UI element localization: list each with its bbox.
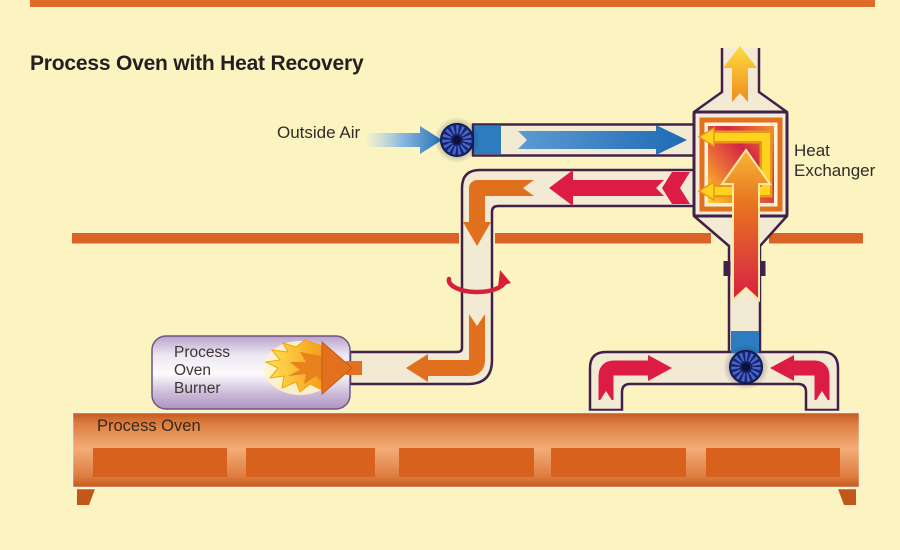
process-oven-burner-label: Process Oven Burner	[174, 344, 230, 397]
ceiling-line	[72, 233, 863, 244]
oven-exhaust-left-arrow-shaft	[598, 360, 648, 400]
page-top-rule	[30, 0, 875, 7]
damper-flange-right	[758, 261, 766, 276]
process-oven-label: Process Oven	[97, 417, 201, 435]
burner-nozzle-stub	[346, 361, 362, 375]
burner-supply-arrow-shaft	[428, 314, 485, 376]
exhaust-up-arrow	[720, 148, 772, 303]
outside-air-fan-icon	[434, 117, 480, 163]
oven-slot	[551, 448, 686, 477]
oven-exhaust-fan-icon	[723, 344, 769, 390]
burner-supply-arrow-head	[406, 354, 428, 382]
oven-exhaust-right-arrow-notch	[815, 391, 829, 402]
ceiling-line-right	[769, 233, 863, 244]
burner-nozzle	[321, 340, 353, 396]
ceiling-line-left	[72, 233, 459, 244]
heat-exchanger	[692, 110, 789, 303]
damper-flange-left	[723, 261, 731, 276]
hot-air-down-arrow-shaft	[469, 180, 534, 224]
hot-air-down-arrow-notch	[523, 180, 534, 196]
oven-foot-left	[77, 489, 95, 505]
oven-slot	[246, 448, 375, 477]
oven-exhaust-right-arrow-head	[770, 355, 794, 381]
oven-exhaust-branch-duct	[588, 331, 840, 412]
fresh-air-loop-arrow-top	[697, 126, 715, 148]
oven-slot	[399, 448, 534, 477]
oven-exhaust-left-arrow-notch	[599, 391, 613, 402]
hot-air-down-arrow-head	[463, 222, 491, 246]
recirculation-loop-arrow-head	[498, 270, 511, 287]
process-oven	[70, 410, 862, 505]
process-oven-burner	[151, 335, 362, 410]
oven-exhaust-right-arrow-shaft	[794, 360, 830, 400]
flue-exhaust-arrow	[723, 46, 757, 102]
heated-air-return-duct	[348, 168, 696, 386]
fresh-air-duct	[471, 123, 697, 157]
oven-slot	[706, 448, 840, 477]
heat-exchanger-label: Heat Exchanger	[794, 141, 876, 180]
diagram-title: Process Oven with Heat Recovery	[30, 52, 364, 75]
heated-air-return-chevron	[662, 172, 690, 204]
flame-inner	[288, 352, 322, 384]
burner-supply-arrow-notch	[469, 314, 485, 326]
oven-slot	[93, 448, 227, 477]
fresh-air-loop-arrow-bottom	[697, 180, 715, 202]
fresh-air-flow-arrow	[518, 125, 687, 155]
heated-air-return-arrow	[549, 170, 664, 206]
oven-foot-right	[838, 489, 856, 505]
outside-air-label: Outside Air	[277, 123, 361, 142]
outside-air-arrow	[367, 126, 442, 154]
flame-icon	[264, 339, 323, 393]
oven-exhaust-left-arrow-head	[648, 355, 672, 381]
ceiling-line-middle	[495, 233, 711, 244]
